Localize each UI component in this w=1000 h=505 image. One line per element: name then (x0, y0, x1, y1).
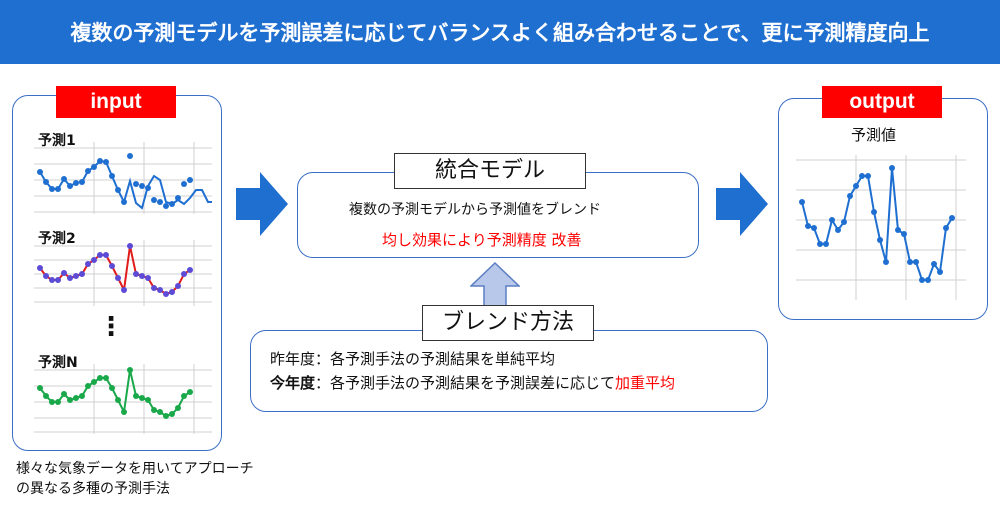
input-chart-n: 予測N (34, 350, 212, 434)
input-chart-1-plot (34, 142, 212, 214)
input-chart-n-label: 予測N (38, 355, 78, 371)
arrow-up-icon (470, 262, 520, 308)
blend-prev-text: ：各予測手法の予測結果を単純平均 (315, 350, 556, 368)
blend-curr-text: ：各予測手法の予測結果を予測誤差に応じて (315, 374, 616, 392)
input-chart-2-plot (34, 240, 212, 306)
input-ellipsis: ⋮ (98, 312, 124, 342)
blend-prev-label: 昨年度 (270, 350, 316, 368)
blend-curr-label: 今年度 (270, 374, 316, 392)
model-title: 統合モデル (394, 153, 586, 189)
input-tag: input (56, 86, 176, 118)
input-chart-2-label: 予測2 (38, 231, 76, 247)
blend-title: ブレンド方法 (422, 305, 594, 341)
header-banner: 複数の予測モデルを予測誤差に応じてバランスよく組み合わせることで、更に予測精度向… (0, 0, 1000, 64)
output-label: 予測値 (851, 126, 897, 144)
input-chart-2: 予測2 (34, 226, 212, 306)
input-chart-1-label: 予測1 (38, 133, 76, 149)
input-caption-line2: の異なる多種の予測手法 (16, 481, 170, 497)
input-chart-n-plot (34, 364, 212, 434)
blend-curr-line: 今年度：各予測手法の予測結果を予測誤差に応じて加重平均 (270, 372, 675, 393)
output-tag: output (822, 86, 942, 118)
input-caption-line1: 様々な気象データを用いてアプローチ (16, 461, 254, 477)
arrow-right-icon (716, 172, 768, 236)
arrow-right-icon (236, 172, 288, 236)
blend-prev-line: 昨年度：各予測手法の予測結果を単純平均 (270, 348, 555, 369)
output-chart (796, 155, 966, 300)
header-title: 複数の予測モデルを予測誤差に応じてバランスよく組み合わせることで、更に予測精度向… (70, 21, 930, 45)
model-line1: 複数の予測モデルから予測値をブレンド (349, 202, 601, 218)
blend-box (250, 330, 768, 412)
input-chart-1: 予測1 (34, 128, 212, 214)
model-line2: 均し効果により予測精度 改善 (382, 231, 582, 249)
blend-curr-highlight: 加重平均 (615, 374, 676, 392)
